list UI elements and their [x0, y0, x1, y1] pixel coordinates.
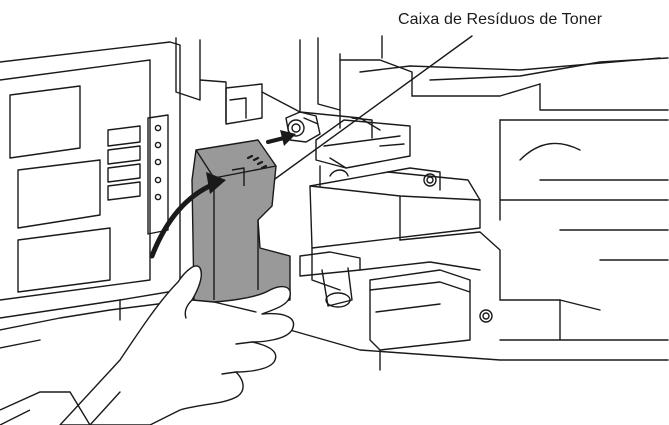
- hand: [59, 265, 295, 425]
- toner-waste-box: [191, 139, 291, 313]
- printer-interior: [175, 35, 669, 371]
- curved-arrow-icon: [149, 172, 226, 259]
- callout-label: Caixa de Resíduos de Toner: [398, 11, 603, 28]
- vent-slots: [246, 154, 268, 170]
- right-arrow-icon: [266, 130, 296, 146]
- callout-leader-line: [267, 35, 473, 185]
- front-door: [0, 41, 191, 349]
- cuff: [0, 391, 91, 425]
